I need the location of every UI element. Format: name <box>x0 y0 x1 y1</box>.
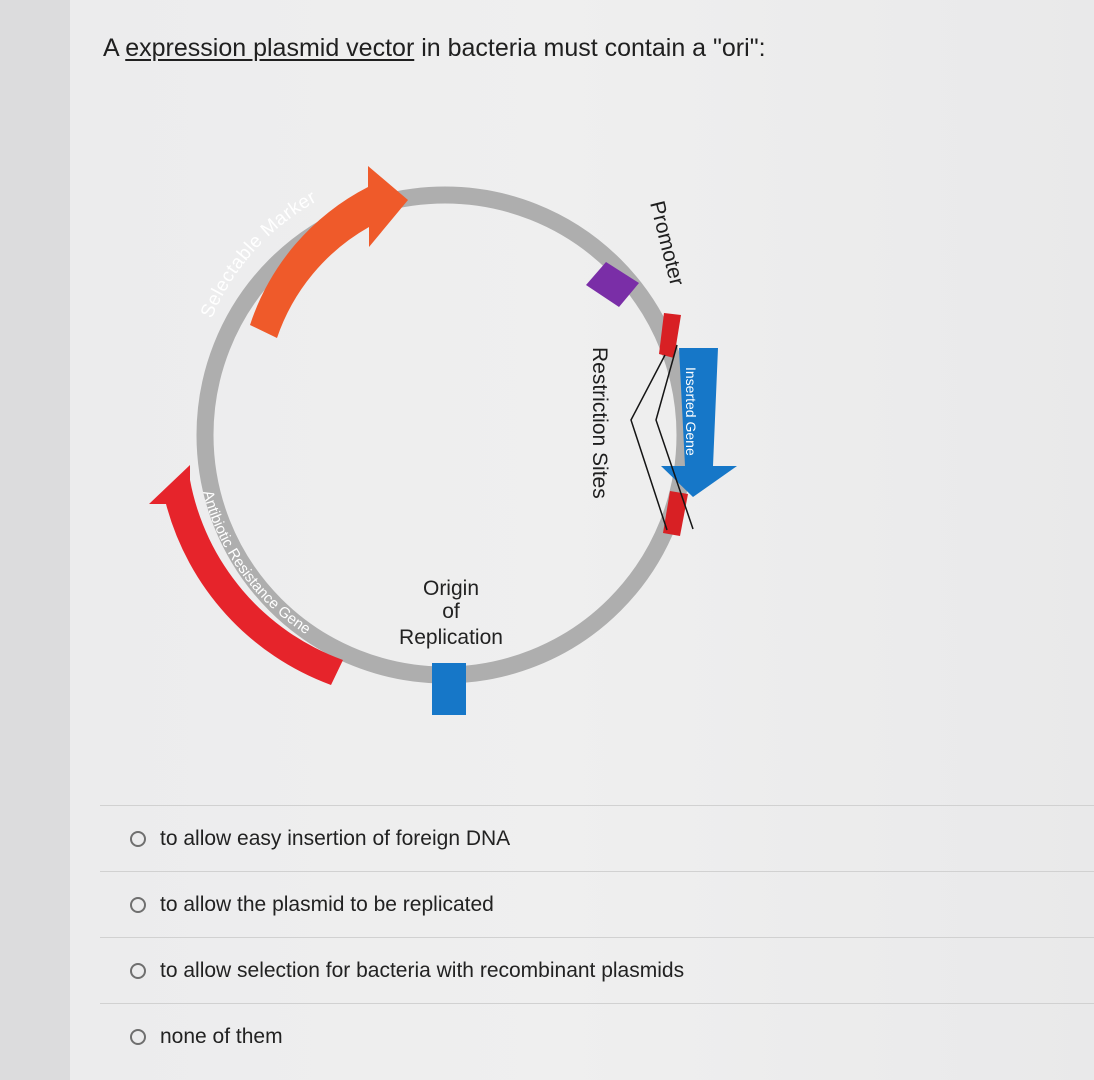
answer-list: to allow easy insertion of foreign DNA t… <box>100 805 1094 1069</box>
answer-label[interactable]: to allow easy insertion of foreign DNA <box>160 826 511 850</box>
answer-label[interactable]: to allow the plasmid to be replicated <box>160 892 494 916</box>
origin-of-replication-block <box>432 663 466 715</box>
inserted-gene-label: Inserted Gene <box>683 367 699 456</box>
antibiotic-resistance-arrow <box>149 465 343 685</box>
restriction-site-bottom <box>663 491 688 536</box>
plasmid-diagram: Selectable Marker Antibiotic Resistance … <box>149 166 737 715</box>
restriction-left-bracket <box>630 354 668 531</box>
restriction-right-bracket <box>655 344 694 530</box>
radio-button[interactable] <box>130 830 146 847</box>
restriction-sites-label: Restriction Sites <box>588 347 611 499</box>
answer-label[interactable]: none of them <box>160 1024 283 1048</box>
question-link[interactable]: expression plasmid vector <box>125 34 415 62</box>
promoter-square <box>586 262 639 307</box>
answer-label[interactable]: to allow selection for bacteria with rec… <box>160 958 685 982</box>
answer-option-1[interactable]: to allow easy insertion of foreign DNA <box>100 805 1094 871</box>
answer-option-3[interactable]: to allow selection for bacteria with rec… <box>100 937 1094 1003</box>
question-suffix: in bacteria must contain a "ori": <box>414 34 766 62</box>
left-rail <box>0 0 70 1080</box>
question-text: A expression plasmid vector in bacteria … <box>103 36 766 61</box>
answer-option-4[interactable]: none of them <box>100 1003 1094 1069</box>
question-prefix: A <box>103 34 126 62</box>
radio-button[interactable] <box>130 962 146 979</box>
origin-label-line-2: of <box>442 600 460 623</box>
promoter-label: Promoter <box>645 199 688 288</box>
origin-label-line-3: Replication <box>399 626 503 649</box>
answer-option-2[interactable]: to allow the plasmid to be replicated <box>100 871 1094 937</box>
radio-button[interactable] <box>130 1028 146 1045</box>
inserted-gene-arrow <box>661 348 737 497</box>
radio-button[interactable] <box>130 896 146 913</box>
origin-label-line-1: Origin <box>423 577 479 600</box>
selectable-marker-arrow <box>250 166 408 338</box>
restriction-site-top <box>659 313 681 358</box>
